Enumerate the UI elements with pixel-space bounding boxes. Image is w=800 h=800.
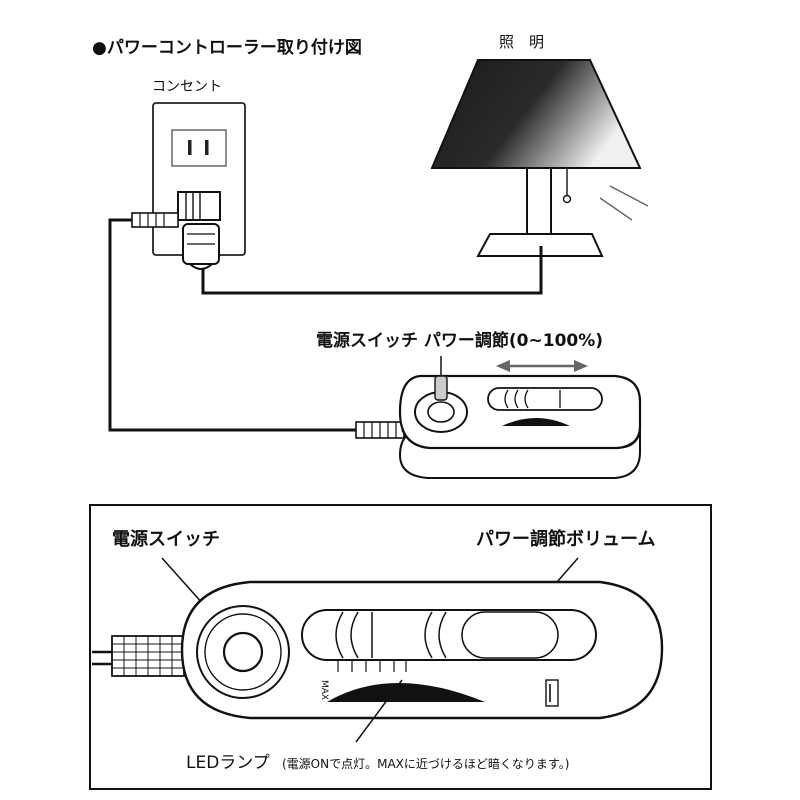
controller-strain-relief	[355, 421, 405, 439]
max-mark: MAX	[319, 680, 329, 700]
detail-cord	[92, 635, 185, 677]
led-label: LEDランプ	[186, 753, 270, 773]
power-controller	[398, 374, 642, 479]
diagram-title: ●パワーコントローラー取り付け図	[92, 37, 362, 58]
led-note: (電源ONで点灯。MAXに近づけるほど暗くなります。)	[282, 756, 569, 771]
controller-cord	[108, 218, 356, 432]
lamp: 照 明	[430, 33, 649, 257]
switch-label: 電源スイッチ	[112, 528, 220, 550]
lamp-cord	[201, 246, 543, 295]
wall-outlet: コンセント	[152, 79, 246, 270]
outlet-label: コンセント	[152, 79, 222, 95]
lamp-label: 照 明	[499, 33, 544, 51]
volume-label: パワー調節ボリューム	[476, 528, 655, 550]
plug-strain-relief	[131, 212, 179, 228]
controller-caption: 電源スイッチ パワー調節(0~100%)	[316, 330, 603, 351]
led-leader-line	[355, 679, 403, 743]
detail-frame	[89, 504, 712, 790]
controller-top-view	[180, 580, 664, 720]
